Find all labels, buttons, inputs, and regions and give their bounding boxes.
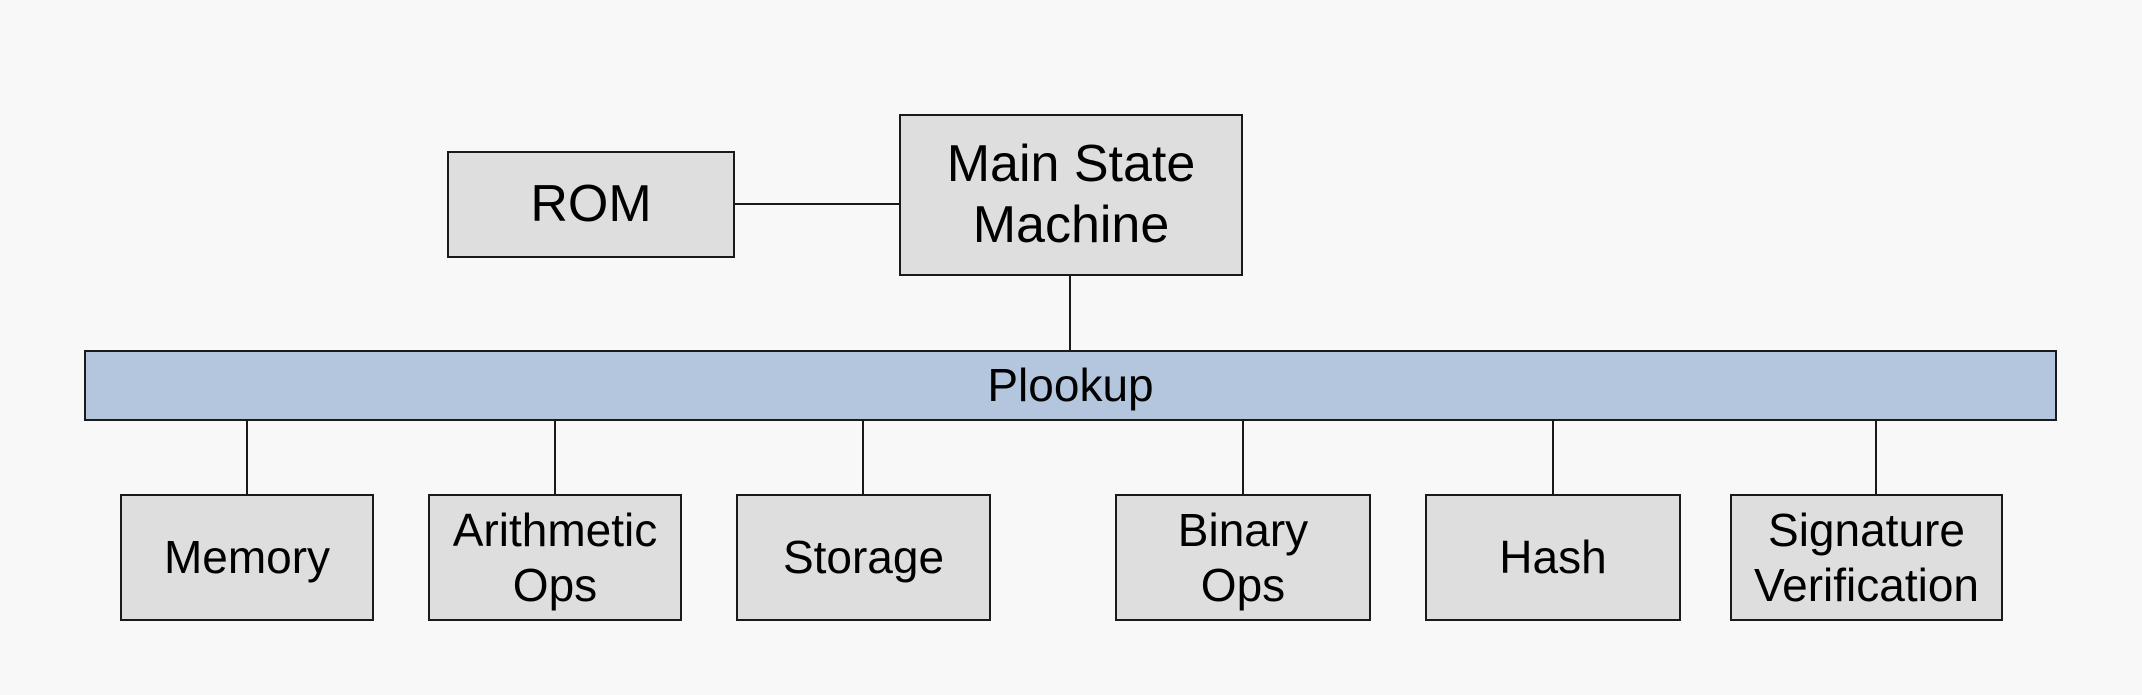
node-main-state-machine: Main State Machine — [899, 114, 1243, 276]
node-rom-label: ROM — [530, 174, 652, 233]
edge-main-state-machine-to-plookup — [1069, 276, 1071, 350]
edge-plookup-to-storage — [862, 421, 864, 494]
edge-plookup-to-hash — [1552, 421, 1554, 494]
node-plookup-label: Plookup — [987, 359, 1154, 412]
edge-plookup-to-memory — [246, 421, 248, 494]
node-signature-verification-label: Signature Verification — [1753, 504, 1979, 611]
node-storage: Storage — [736, 494, 991, 621]
node-signature-verification: Signature Verification — [1730, 494, 2003, 621]
node-arithmetic-ops: Arithmetic Ops — [428, 494, 682, 621]
edge-plookup-to-binary-ops — [1242, 421, 1244, 494]
node-hash-label: Hash — [1499, 531, 1607, 584]
edge-plookup-to-signature-verification — [1875, 421, 1877, 494]
node-memory-label: Memory — [163, 531, 331, 584]
node-main-state-machine-label: Main State Machine — [946, 134, 1196, 254]
node-plookup-bus: Plookup — [84, 350, 2057, 421]
node-memory: Memory — [120, 494, 374, 621]
node-binary-ops-label: Binary Ops — [1177, 504, 1309, 611]
node-binary-ops: Binary Ops — [1115, 494, 1371, 621]
edge-rom-to-main-state-machine — [735, 203, 899, 205]
node-arithmetic-ops-label: Arithmetic Ops — [452, 504, 658, 611]
edge-plookup-to-arithmetic-ops — [554, 421, 556, 494]
node-rom: ROM — [447, 151, 735, 258]
node-storage-label: Storage — [782, 531, 945, 584]
node-hash: Hash — [1425, 494, 1681, 621]
